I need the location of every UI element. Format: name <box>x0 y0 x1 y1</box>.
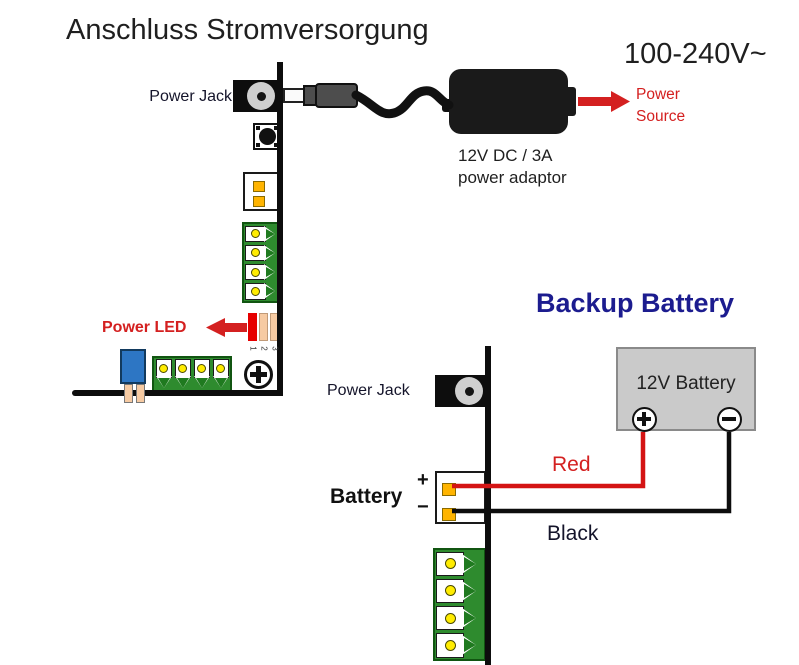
terminal-pin <box>192 358 211 392</box>
power-source-arrow-head-icon <box>611 91 630 112</box>
adaptor-caption-line1: 12V DC / 3A <box>458 146 553 165</box>
battery-box: 12V Battery <box>616 347 756 432</box>
minus-sign-label: − <box>417 496 429 518</box>
board-edge-vertical-top <box>277 62 283 396</box>
led-pin-number-2: 2 <box>259 346 269 351</box>
pin-dot-icon <box>197 364 206 373</box>
minus-bar <box>722 417 736 421</box>
battery-connector <box>435 471 486 524</box>
terminal-pin <box>435 605 484 632</box>
trimmer-leg <box>124 384 133 403</box>
terminal-pin <box>244 243 277 262</box>
power-jack-socket-icon <box>247 82 275 110</box>
battery-box-label: 12V Battery <box>636 373 736 394</box>
arrow-right-icon <box>266 267 275 278</box>
arrow-down-icon <box>157 378 170 388</box>
pin-dot-icon <box>251 267 260 277</box>
black-wire-label: Black <box>547 522 599 545</box>
terminal-block-horizontal <box>152 356 232 394</box>
pin-dot-icon <box>444 612 456 624</box>
terminal-pin <box>435 550 484 577</box>
blue-trimmer-component <box>120 349 146 384</box>
arrow-down-icon <box>214 378 227 388</box>
terminal-pin <box>435 632 484 659</box>
power-jack-socket-icon <box>455 377 483 405</box>
terminal-pin <box>244 263 277 282</box>
battery-plus-terminal-icon <box>632 407 657 432</box>
terminal-pin <box>211 358 230 392</box>
power-jack-top <box>233 80 278 112</box>
terminal-block-vertical-bottom <box>433 548 486 661</box>
button-corner-dot <box>256 126 260 130</box>
pin-dot-icon <box>444 585 456 597</box>
arrow-down-icon <box>176 378 189 388</box>
arrow-right-icon <box>266 228 275 239</box>
dc-plug-body-icon <box>315 83 358 108</box>
backup-battery-title: Backup Battery <box>536 288 735 318</box>
battery-connector-label: Battery <box>330 485 403 508</box>
power-source-line1: Power <box>636 86 680 103</box>
terminal-pin <box>173 358 192 392</box>
page-title: Anschluss Stromversorgung <box>66 14 429 46</box>
screw-slot <box>250 372 267 377</box>
power-adaptor <box>449 69 568 134</box>
terminal-pin <box>154 358 173 392</box>
terminal-pin <box>435 577 484 604</box>
button-corner-dot <box>274 143 278 147</box>
arrow-right-icon <box>464 638 476 653</box>
mounting-screw-icon <box>244 360 273 389</box>
pin-dot-icon <box>159 364 168 373</box>
adaptor-caption-line2: power adaptor <box>458 167 567 187</box>
adaptor-tab <box>565 87 576 116</box>
terminal-block-vertical-top <box>242 222 279 303</box>
pin-dot-icon <box>251 286 260 296</box>
power-led-arrow-head-icon <box>206 318 225 337</box>
red-wire-label: Red <box>552 453 591 476</box>
pin-dot-icon <box>216 364 225 373</box>
connector-pin <box>253 196 265 207</box>
adaptor-caption: 12V DC / 3A power adaptor <box>458 145 567 188</box>
power-jack-label-bottom: Power Jack <box>327 382 410 399</box>
connector-pin <box>253 181 265 192</box>
adaptor-cable <box>351 86 454 119</box>
battery-minus-terminal-icon <box>717 407 742 432</box>
plus-sign-label: + <box>417 469 429 491</box>
two-pin-connector-top <box>243 172 279 211</box>
arrow-right-icon <box>266 286 275 297</box>
arrow-right-icon <box>464 583 476 598</box>
power-source-line2: Source <box>636 108 686 125</box>
power-jack-pin-icon <box>464 386 474 396</box>
power-jack-pin-icon <box>256 91 266 101</box>
mains-voltage-label: 100-240V~ <box>624 38 767 70</box>
led-pin-1-on <box>248 313 257 341</box>
board-edge-vertical-bottom <box>485 346 491 665</box>
power-jack-label-top: Power Jack <box>149 88 232 105</box>
trimmer-leg <box>136 384 145 403</box>
pin-dot-icon <box>251 229 260 239</box>
arrow-right-icon <box>266 247 275 258</box>
button-corner-dot <box>256 143 260 147</box>
pin-dot-icon <box>251 248 260 258</box>
power-led-label: Power LED <box>102 319 187 336</box>
plus-bar <box>637 417 651 421</box>
button-corner-dot <box>274 126 278 130</box>
led-pin-number-1: 1 <box>248 346 258 351</box>
button-cap-icon <box>258 128 276 145</box>
led-pin-number-3: 3 <box>270 346 280 351</box>
pin-dot-icon <box>444 558 456 570</box>
terminal-pin <box>244 224 277 243</box>
power-source-label: Power Source <box>636 84 685 128</box>
connector-pin <box>442 483 456 496</box>
pin-dot-icon <box>178 364 187 373</box>
power-jack-bottom <box>435 375 486 407</box>
arrow-right-icon <box>464 556 476 571</box>
terminal-pin <box>244 282 277 301</box>
arrow-right-icon <box>464 611 476 626</box>
connector-pin <box>442 508 456 521</box>
led-pin-2 <box>259 313 268 341</box>
pin-dot-icon <box>444 639 456 651</box>
arrow-down-icon <box>195 378 208 388</box>
board-edge-bottom <box>72 390 283 396</box>
